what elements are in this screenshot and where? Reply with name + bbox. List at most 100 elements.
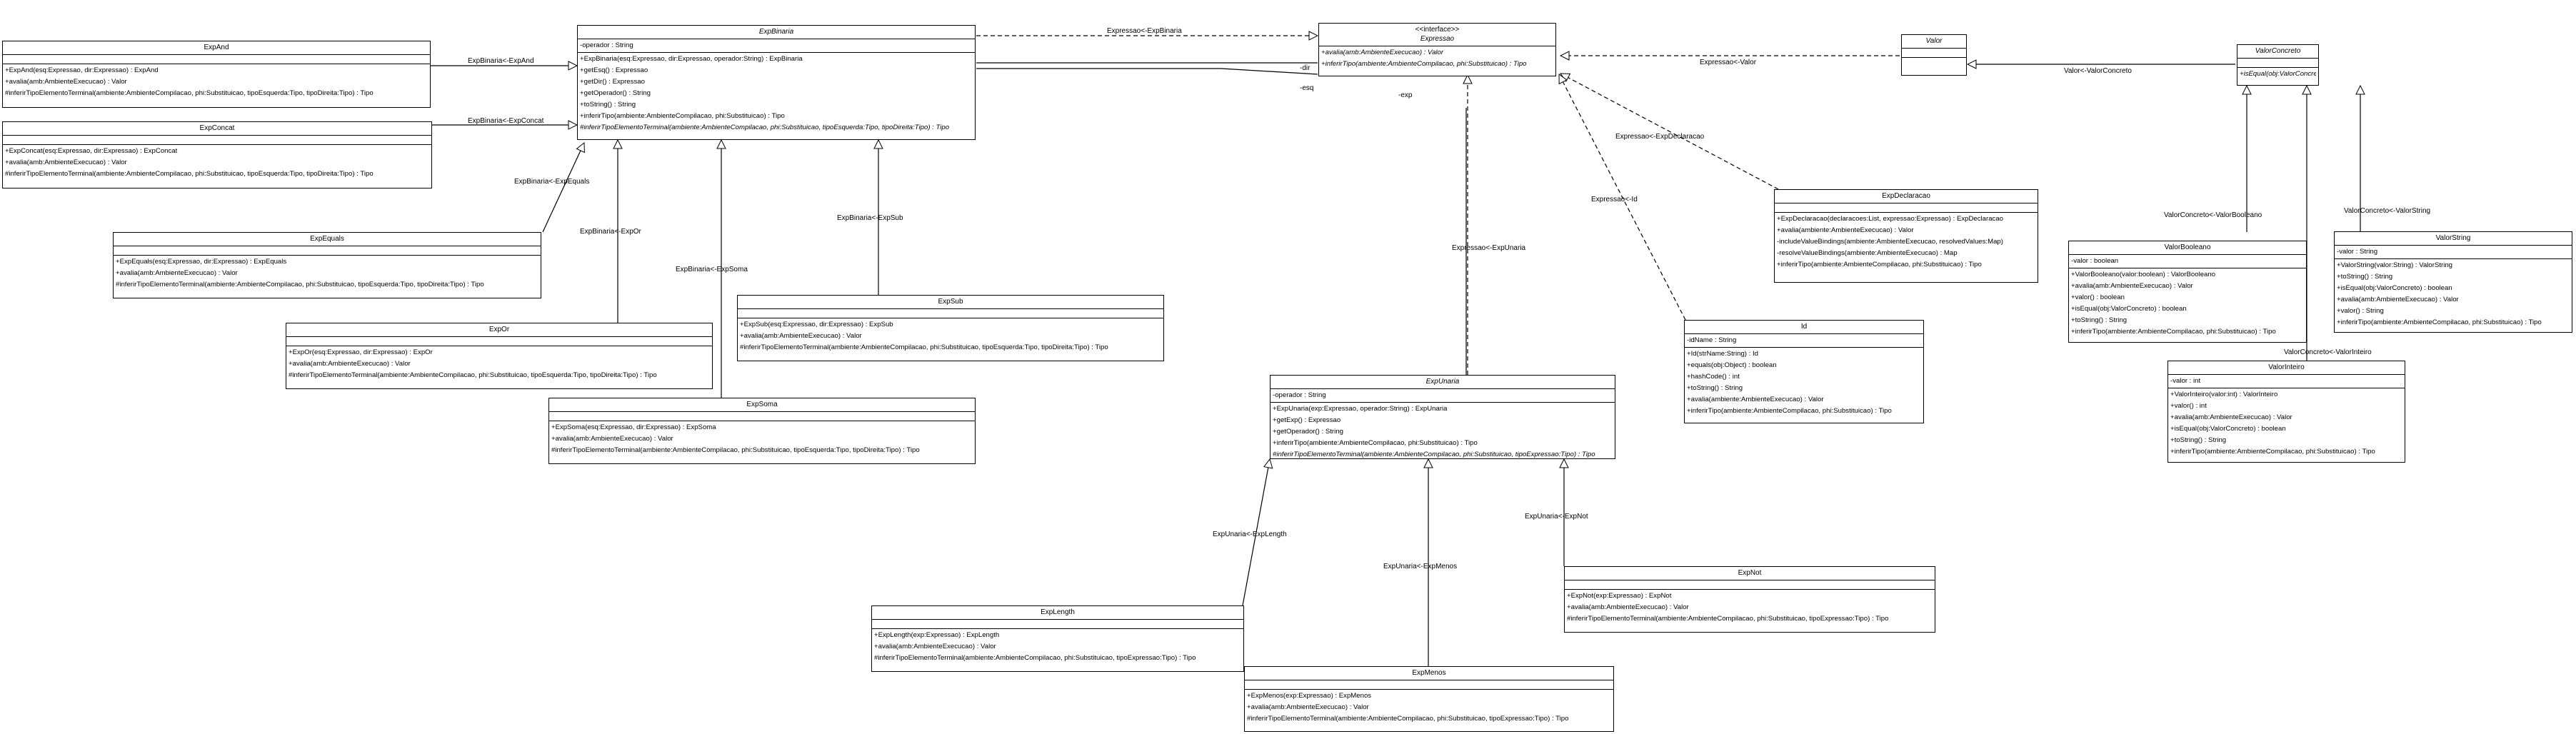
attribute: -valor : boolean [2071,257,2119,265]
operations-compartment: +ValorInteiro(valor:int) : ValorInteiro … [2168,388,2405,458]
operation: #inferirTipoElementoTerminal(ambiente:Am… [1247,715,1569,723]
operation: +avalia(amb:AmbienteExecucao) : Valor [740,332,862,340]
class-expressao[interactable]: <<interface>> Expressao +avalia(amb:Ambi… [1318,23,1556,76]
label-expressao-id: Expressao<-Id [1591,196,1638,203]
class-expor[interactable]: ExpOr +ExpOr(esq:Expressao, dir:Expressa… [286,323,713,389]
class-expunaria[interactable]: ExpUnaria -operador : String +ExpUnaria(… [1270,375,1615,459]
class-expconcat[interactable]: ExpConcat +ExpConcat(esq:Expressao, dir:… [2,121,432,188]
attribute: -operador : String [580,41,633,49]
operation: +toString() : String [580,101,636,109]
label-valorconcreto-valorstring: ValorConcreto<-ValorString [2344,207,2431,215]
operation: +toString() : String [2071,316,2128,324]
label-valorconcreto-valorbooleano: ValorConcreto<-ValorBooleano [2164,211,2262,219]
class-expsub[interactable]: ExpSub +ExpSub(esq:Expressao, dir:Expres… [737,295,1164,361]
class-name: ExpBinaria [758,28,794,36]
operation: +ExpEquals(esq:Expressao, dir:Expressao)… [116,258,287,266]
class-explength[interactable]: ExpLength +ExpLength(exp:Expressao) : Ex… [871,605,1244,672]
label-expressao-valor: Expressao<-Valor [1700,59,1757,66]
label-expunaria-explength: ExpUnaria<-ExpLength [1213,531,1287,538]
class-name: ExpDeclaracao [1882,192,1930,200]
class-expnot[interactable]: ExpNot +ExpNot(exp:Expressao) : ExpNot +… [1564,566,1935,633]
attributes-compartment: -valor : String [2335,246,2572,259]
connector-expequals-expbinaria [542,143,584,233]
operation: +ExpMenos(exp:Expressao) : ExpMenos [1247,692,1372,700]
operation: +ExpDeclaracao(declaracoes:List, express… [1777,215,2004,223]
label-expbinaria-expsoma: ExpBinaria<-ExpSoma [676,266,748,273]
class-name: ValorConcreto [2255,47,2301,55]
operation: +ExpAnd(esq:Expressao, dir:Expressao) : … [5,66,159,74]
operation: #inferirTipoElementoTerminal(ambiente:Am… [5,170,374,178]
class-id[interactable]: Id -idName : String +Id(strName:String) … [1684,320,1924,423]
attributes-compartment [114,246,541,256]
operation: +valor() : String [2337,307,2384,315]
class-name: ValorInteiro [2268,363,2305,371]
operation: #inferirTipoElementoTerminal(ambiente:Am… [874,654,1196,662]
operations-compartment: +isEqual(obj:ValorConcreto) : boolean [2237,68,2318,81]
operation: -includeValueBindings(ambiente:AmbienteE… [1777,238,2003,246]
class-name: ExpLength [1041,608,1075,616]
label-role-esq: -esq [1300,84,1314,92]
operations-compartment: +ValorString(valor:String) : ValorString… [2335,259,2572,329]
operation: #inferirTipoElementoTerminal(ambiente:Am… [551,446,920,454]
operation: +valor() : boolean [2071,293,2125,301]
operation: +getOperador() : String [580,89,651,97]
operations-compartment: +ExpLength(exp:Expressao) : ExpLength +a… [872,629,1243,665]
class-expequals[interactable]: ExpEquals +ExpEquals(esq:Expressao, dir:… [113,232,541,298]
class-expdeclaracao[interactable]: ExpDeclaracao +ExpDeclaracao(declaracoes… [1774,189,2038,283]
class-expand[interactable]: ExpAnd +ExpAnd(esq:Expressao, dir:Expres… [2,41,431,108]
operation: +inferirTipo(ambiente:AmbienteCompilacao… [2337,318,2542,326]
operation: +ExpSub(esq:Expressao, dir:Expressao) : … [740,321,893,328]
class-name: ExpSoma [746,401,778,408]
attributes-compartment: -valor : boolean [2069,255,2306,268]
label-expbinaria-expor: ExpBinaria<-ExpOr [580,228,641,236]
operation: +inferirTipo(ambiente:AmbienteCompilacao… [2170,448,2375,456]
operation: +equals(obj:Object) : boolean [1687,361,1777,369]
label-valor-valorconcreto: Valor<-ValorConcreto [2064,67,2132,75]
operations-compartment: +ValorBooleano(valor:boolean) : ValorBoo… [2069,268,2306,338]
class-valorconcreto[interactable]: ValorConcreto +isEqual(obj:ValorConcreto… [2237,44,2319,86]
attributes-compartment [549,412,975,421]
label-expressao-expbinaria: Expressao<-ExpBinaria [1107,27,1182,35]
attribute: -valor : String [2337,248,2378,256]
operation: +avalia(amb:AmbienteExecucao) : Valor [1567,603,1689,611]
operation: #inferirTipoElementoTerminal(ambiente:Am… [5,89,374,97]
operation: +getDir() : Expressao [580,78,645,86]
operation: +avalia(amb:AmbienteExecucao) : Valor [551,435,673,443]
operation: +inferirTipo(ambiente:AmbienteCompilacao… [2071,328,2276,336]
label-expbinaria-expconcat: ExpBinaria<-ExpConcat [468,117,544,125]
attributes-compartment: -operador : String [578,39,975,53]
operations-compartment: +ExpAnd(esq:Expressao, dir:Expressao) : … [3,64,430,100]
attributes-compartment [286,337,712,346]
class-name: ExpEquals [310,235,344,243]
class-valorstring[interactable]: ValorString -valor : String +ValorString… [2334,231,2572,333]
operation: +isEqual(obj:ValorConcreto) : boolean [2240,70,2316,78]
class-valorinteiro[interactable]: ValorInteiro -valor : int +ValorInteiro(… [2167,361,2405,463]
operation: +ExpUnaria(exp:Expressao, operador:Strin… [1273,405,1448,413]
class-expmenos[interactable]: ExpMenos +ExpMenos(exp:Expressao) : ExpM… [1244,666,1614,732]
class-expbinaria[interactable]: ExpBinaria -operador : String +ExpBinari… [577,25,976,140]
attributes-compartment [3,136,431,145]
operation: +toString() : String [2337,273,2393,281]
label-expressao-expunaria: Expressao<-ExpUnaria [1452,244,1526,252]
class-valor[interactable]: Valor [1901,34,1967,76]
attributes-compartment [1775,203,2038,213]
attribute: -idName : String [1687,336,1737,344]
operation: +avalia(amb:AmbienteExecucao) : Valor [1247,703,1369,711]
label-role-dir: -dir [1300,64,1310,72]
operation: +inferirTipo(ambiente:AmbienteCompilacao… [1777,261,1982,268]
operation: +avalia(ambiente:AmbienteExecucao) : Val… [1777,226,1914,234]
class-name: ValorString [2435,234,2471,242]
class-name: Id [1800,323,1808,331]
attributes-compartment: -idName : String [1685,334,1923,348]
class-expsoma[interactable]: ExpSoma +ExpSoma(esq:Expressao, dir:Expr… [548,398,976,464]
operation: +avalia(amb:AmbienteExecucao) : Valor [1321,49,1444,56]
operation: +ValorBooleano(valor:boolean) : ValorBoo… [2071,271,2216,278]
operation: +getEsq() : Expressao [580,66,648,74]
class-valorbooleano[interactable]: ValorBooleano -valor : boolean +ValorBoo… [2068,241,2307,343]
connector-expdeclaracao-expressao [1560,73,1779,190]
operation: #inferirTipoElementoTerminal(ambiente:Am… [289,371,657,379]
operation: +inferirTipo(ambiente:AmbienteCompilacao… [580,112,785,120]
operation: +ExpConcat(esq:Expressao, dir:Expressao)… [5,147,178,155]
operation: -resolveValueBindings(ambiente:AmbienteE… [1777,249,1958,257]
